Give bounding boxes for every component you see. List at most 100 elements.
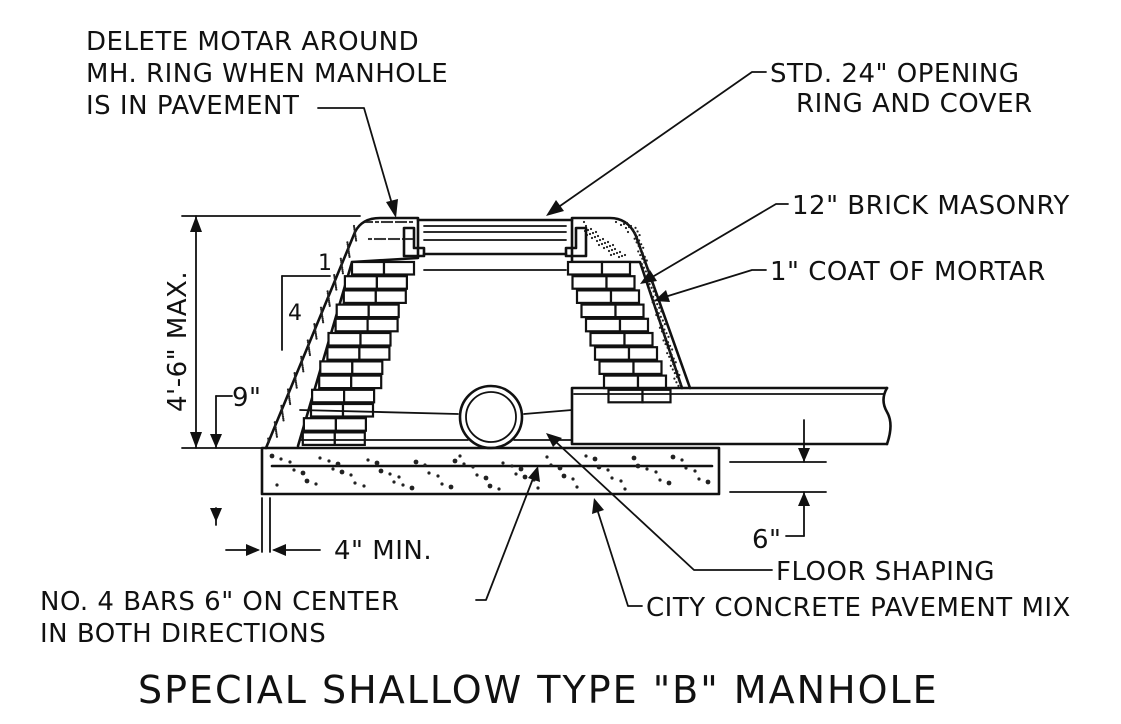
stipple-dot bbox=[348, 253, 351, 257]
stipple-dot bbox=[328, 301, 331, 304]
stipple-dot bbox=[624, 226, 628, 230]
brick bbox=[571, 275, 608, 290]
edge-min-label: 4" MIN. bbox=[334, 536, 432, 566]
stipple-dot bbox=[618, 250, 622, 254]
stipple-dot bbox=[281, 415, 285, 418]
brick bbox=[609, 289, 641, 304]
stipple-dot bbox=[326, 290, 329, 293]
stipple-dot bbox=[631, 228, 635, 231]
arrow-bars bbox=[528, 466, 540, 482]
stipple-dot bbox=[327, 295, 330, 298]
leader-brick bbox=[653, 203, 789, 277]
stipple-dot bbox=[333, 275, 336, 278]
stipple-dot bbox=[410, 220, 414, 224]
stipple-dot bbox=[659, 315, 662, 318]
brick bbox=[566, 260, 604, 276]
aggregate-dot bbox=[335, 461, 341, 467]
stipple-dot bbox=[589, 227, 593, 231]
stipple-dot bbox=[641, 257, 644, 260]
brick bbox=[607, 388, 644, 404]
left-frame bbox=[402, 226, 426, 258]
aggregate-dot bbox=[654, 470, 658, 474]
stipple-dot bbox=[655, 313, 658, 317]
brick bbox=[641, 388, 672, 404]
aggregate-dot bbox=[374, 460, 380, 466]
stipple-dot bbox=[287, 390, 290, 393]
floor-shaping bbox=[299, 409, 573, 441]
stipple-dot bbox=[669, 364, 672, 367]
stipple-dot bbox=[625, 221, 629, 225]
aggregate-dot bbox=[366, 458, 370, 462]
drawing-title: SPECIAL SHALLOW TYPE "B" MANHOLE bbox=[138, 668, 939, 712]
stipple-dot bbox=[675, 375, 678, 378]
stipple-dot bbox=[671, 348, 674, 351]
stipple-dot bbox=[390, 220, 394, 224]
stipple-dot bbox=[353, 228, 356, 231]
left-mortar-outline bbox=[264, 216, 420, 450]
stipple-dot bbox=[647, 268, 650, 271]
edge-arrow-right bbox=[272, 544, 286, 556]
pipe-body bbox=[570, 386, 889, 446]
stipple-dot bbox=[653, 304, 656, 308]
stipple-dot bbox=[308, 352, 311, 355]
note-delete-mortar: DELETE MOTAR AROUND MH. RING WHEN MANHOL… bbox=[86, 27, 448, 121]
stipple-dot bbox=[620, 254, 624, 258]
stipple-dot bbox=[675, 381, 678, 384]
stipple-dot bbox=[633, 237, 636, 240]
brick bbox=[632, 360, 663, 375]
stipple-dot bbox=[282, 419, 285, 422]
stipple-dot bbox=[327, 293, 330, 297]
aggregate-dot bbox=[635, 463, 641, 469]
stipple-dot bbox=[375, 237, 379, 241]
edge-min-dimension: 4" MIN. bbox=[225, 497, 432, 566]
aggregate-dot bbox=[697, 477, 701, 481]
note-opening: STD. 24" OPENING RING AND COVER bbox=[770, 59, 1032, 119]
stipple-dot bbox=[379, 237, 383, 241]
stipple-dot bbox=[313, 326, 317, 329]
stipple-dot bbox=[598, 238, 602, 242]
stipple-dot bbox=[596, 234, 600, 238]
stipple-dot bbox=[281, 410, 284, 413]
aggregate-dot bbox=[619, 479, 623, 483]
stipple-dot bbox=[280, 404, 283, 407]
stipple-dot bbox=[629, 224, 633, 228]
brick bbox=[342, 289, 377, 304]
stipple-dot bbox=[320, 308, 323, 311]
stipple-dot bbox=[353, 232, 357, 235]
stipple-dot bbox=[660, 330, 664, 333]
stipple-dot bbox=[639, 248, 642, 251]
stipple-dot bbox=[626, 230, 630, 234]
brick bbox=[374, 289, 407, 304]
offset-arrow-down bbox=[210, 434, 222, 448]
stipple-dot bbox=[294, 377, 297, 380]
stipple-dot bbox=[595, 239, 599, 243]
stipple-dot bbox=[615, 251, 619, 255]
offset-arrow-up bbox=[210, 508, 222, 522]
stipple-dot bbox=[661, 324, 664, 328]
stipple-dot bbox=[638, 239, 641, 242]
stipple-dot bbox=[679, 382, 683, 386]
stipple-dot bbox=[294, 379, 297, 382]
stipple-dot bbox=[662, 339, 665, 342]
stipple-dot bbox=[647, 288, 651, 291]
stipple-dot bbox=[300, 355, 303, 358]
stipple-dot bbox=[591, 231, 595, 235]
slab-thickness-label: 6" bbox=[752, 525, 782, 555]
stipple-dot bbox=[320, 312, 323, 315]
stipple-dot bbox=[374, 220, 378, 224]
stipple-dot bbox=[383, 237, 387, 241]
stipple-dot bbox=[645, 264, 648, 268]
brick bbox=[318, 374, 353, 390]
leader-bars bbox=[475, 475, 535, 601]
stipple-dot bbox=[333, 277, 336, 280]
stipple-dot bbox=[301, 362, 304, 366]
stipple-dot bbox=[658, 306, 661, 309]
stipple-dot bbox=[293, 373, 296, 377]
stipple-dot bbox=[663, 328, 666, 331]
stipple-dot bbox=[294, 375, 297, 378]
stipple-dot bbox=[314, 332, 317, 335]
brick bbox=[366, 317, 399, 333]
note-bars-line-1: NO. 4 BARS 6" ON CENTER bbox=[40, 587, 400, 617]
stipple-dot bbox=[377, 237, 381, 241]
note-bars: NO. 4 BARS 6" ON CENTER IN BOTH DIRECTIO… bbox=[40, 587, 400, 649]
